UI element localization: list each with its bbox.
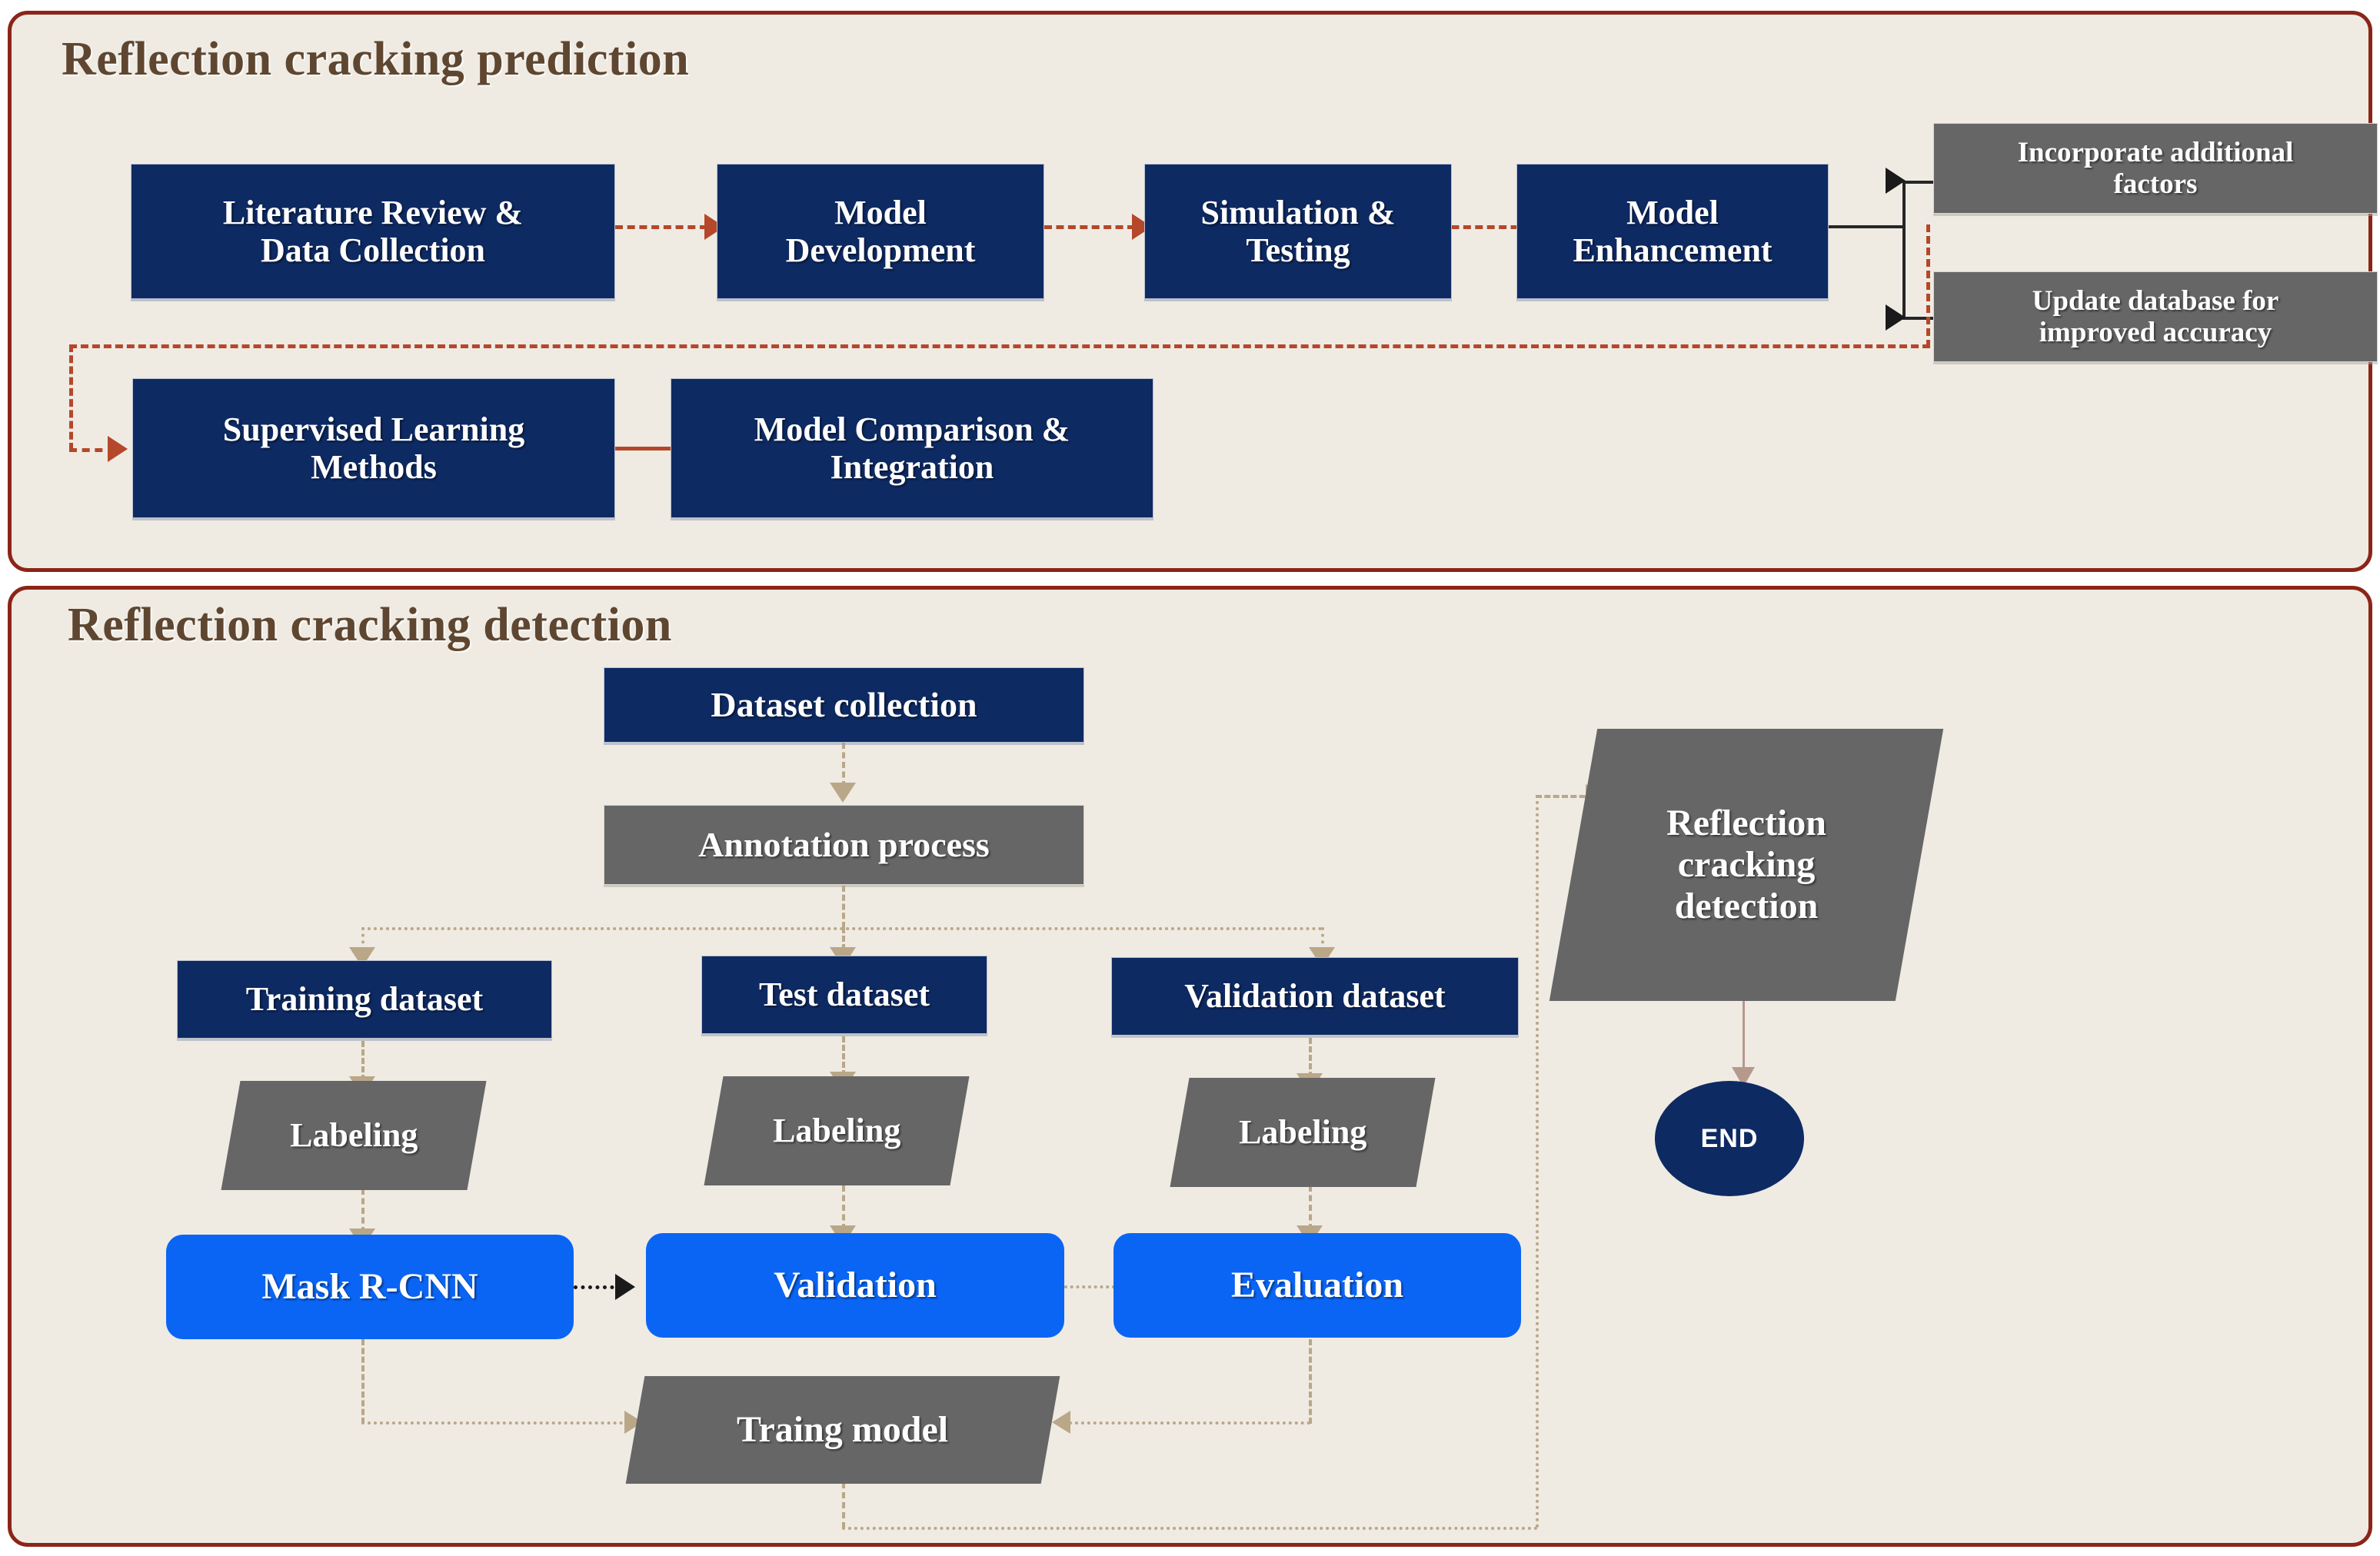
- node-validation-dataset[interactable]: Validation dataset: [1111, 957, 1519, 1036]
- node-supervised-learning-methods-line2: Methods: [311, 448, 437, 486]
- node-model-development-line2: Development: [785, 231, 976, 269]
- edge-refdetect-to-end-line: [1743, 999, 1745, 1081]
- edge-modenh-to-updb-line: [1902, 317, 1933, 320]
- feedback-loop-into-suplearn-line: [69, 448, 115, 452]
- edge-suplearn-to-modcomp-line: [615, 447, 692, 451]
- node-literature-review[interactable]: Literature Review & Data Collection: [131, 164, 615, 299]
- node-evaluation[interactable]: Evaluation: [1113, 1233, 1521, 1338]
- node-annotation-process-label: Annotation process: [698, 825, 990, 865]
- edge-datacoll-to-annot-arrow: [830, 783, 856, 803]
- edge-testdata-to-label2-line: [842, 1036, 845, 1076]
- node-model-development-line1: Model: [834, 193, 927, 231]
- edge-modenh-split-riser: [1902, 181, 1906, 319]
- node-incorporate-additional-factors-line1: Incorporate additional: [2017, 136, 2294, 168]
- edge-moddev-to-simtest-line: [1044, 225, 1135, 229]
- edge-simtest-to-modenh-line: [1440, 225, 1530, 229]
- node-labeling-training-label: Labeling: [289, 1116, 418, 1155]
- refdetect-line1: Reflection: [1666, 803, 1826, 844]
- node-reflection-cracking-detection-label: Reflection cracking detection: [1666, 803, 1826, 926]
- node-model-comparison-integration-line2: Integration: [830, 448, 994, 486]
- node-update-database-line1: Update database for: [2032, 284, 2279, 317]
- refdetect-line3: detection: [1674, 885, 1819, 926]
- node-training-dataset[interactable]: Training dataset: [177, 960, 552, 1039]
- node-traing-model-label: Traing model: [737, 1409, 949, 1451]
- node-end-label: END: [1700, 1123, 1759, 1153]
- edge-datacoll-to-annot-line: [842, 743, 845, 787]
- node-labeling-validation-label: Labeling: [1238, 1113, 1367, 1152]
- node-test-dataset-label: Test dataset: [758, 976, 930, 1014]
- node-supervised-learning-methods-line1: Supervised Learning: [222, 410, 525, 448]
- edge-annot-branch-stem: [842, 886, 845, 928]
- node-dataset-collection-label: Dataset collection: [711, 685, 977, 725]
- node-evaluation-label: Evaluation: [1230, 1265, 1404, 1306]
- node-model-enhancement[interactable]: Model Enhancement: [1516, 164, 1829, 299]
- edge-maskrcnn-to-validation-arrow: [615, 1274, 635, 1300]
- node-model-enhancement-line2: Enhancement: [1573, 231, 1773, 269]
- edge-label3-to-evaluation-line: [1309, 1185, 1312, 1230]
- node-end[interactable]: END: [1655, 1081, 1804, 1196]
- node-simulation-testing-line1: Simulation &: [1200, 193, 1396, 231]
- node-labeling-test[interactable]: Labeling: [704, 1076, 970, 1185]
- panel-title-detection: Reflection cracking detection: [68, 599, 672, 651]
- node-simulation-testing[interactable]: Simulation & Testing: [1144, 164, 1452, 299]
- node-reflection-cracking-detection[interactable]: Reflection cracking detection: [1549, 729, 1944, 1001]
- feedback-loop-left-drop: [69, 344, 73, 451]
- node-model-development[interactable]: Model Development: [717, 164, 1044, 299]
- node-model-enhancement-line1: Model: [1626, 193, 1719, 231]
- node-update-database[interactable]: Update database for improved accuracy: [1933, 271, 2378, 362]
- node-traing-model[interactable]: Traing model: [625, 1376, 1060, 1484]
- edge-lit-to-moddev-line: [615, 225, 707, 229]
- node-simulation-testing-line2: Testing: [1246, 231, 1350, 269]
- node-annotation-process[interactable]: Annotation process: [604, 805, 1084, 885]
- node-labeling-validation[interactable]: Labeling: [1170, 1078, 1436, 1187]
- edge-annot-to-testdata-drop: [842, 927, 845, 950]
- feedback-loop-right-riser: [1926, 224, 1930, 347]
- node-mask-rcnn[interactable]: Mask R-CNN: [166, 1235, 574, 1339]
- edge-annot-to-valdata-drop: [1321, 927, 1324, 950]
- edge-label2-to-validation-line: [842, 1185, 845, 1230]
- node-incorporate-additional-factors-line2: factors: [2113, 168, 2198, 200]
- node-update-database-line2: improved accuracy: [2039, 317, 2272, 348]
- edge-evaluation-to-traingmodel-line: [1069, 1421, 1310, 1425]
- edge-into-refdetect-line: [1536, 795, 1594, 798]
- edge-annot-to-traindata-drop: [361, 927, 364, 950]
- edge-maskrcnn-to-validation-line: [574, 1285, 621, 1289]
- edge-traingmodel-down: [842, 1482, 845, 1528]
- node-validation[interactable]: Validation: [646, 1233, 1064, 1338]
- node-literature-review-line1: Literature Review &: [222, 193, 524, 231]
- node-validation-label: Validation: [774, 1265, 937, 1306]
- node-dataset-collection[interactable]: Dataset collection: [604, 667, 1084, 743]
- panel-title-prediction: Reflection cracking prediction: [62, 33, 690, 85]
- edge-evaluation-to-traingmodel-arrow: [1052, 1411, 1070, 1434]
- node-literature-review-line2: Data Collection: [260, 231, 486, 269]
- feedback-loop-into-suplearn-arrow: [108, 436, 128, 462]
- edge-maskrcnn-down: [361, 1339, 364, 1424]
- panel-reflection-cracking-detection: [8, 586, 2372, 1547]
- edge-valdata-to-label3-line: [1309, 1038, 1312, 1078]
- node-supervised-learning-methods[interactable]: Supervised Learning Methods: [132, 378, 615, 518]
- edge-validation-to-evaluation-line: [1064, 1285, 1115, 1288]
- node-incorporate-additional-factors[interactable]: Incorporate additional factors: [1933, 123, 2378, 214]
- edge-modenh-to-incfac-arrow: [1886, 168, 1906, 194]
- node-labeling-training[interactable]: Labeling: [221, 1081, 487, 1190]
- node-mask-rcnn-label: Mask R-CNN: [261, 1266, 478, 1308]
- node-training-dataset-label: Training dataset: [245, 980, 484, 1019]
- feedback-loop-horizontal: [69, 344, 1930, 348]
- edge-modenh-split-stem: [1829, 225, 1906, 228]
- node-labeling-test-label: Labeling: [772, 1112, 901, 1150]
- edge-modenh-to-updb-arrow: [1886, 304, 1906, 331]
- edge-modenh-to-incfac-line: [1902, 181, 1933, 184]
- edge-label1-to-maskrcnn-line: [361, 1189, 364, 1233]
- node-test-dataset[interactable]: Test dataset: [701, 956, 987, 1034]
- edge-right-riser: [1536, 795, 1539, 1528]
- refdetect-line2: cracking: [1677, 844, 1816, 886]
- node-model-comparison-integration[interactable]: Model Comparison & Integration: [671, 378, 1153, 518]
- edge-bottom-bus: [842, 1527, 1538, 1530]
- node-validation-dataset-label: Validation dataset: [1184, 977, 1446, 1016]
- edge-traindata-to-label1-line: [361, 1041, 364, 1081]
- edge-maskrcnn-to-traingmodel-line: [361, 1421, 635, 1425]
- node-model-comparison-integration-line1: Model Comparison &: [754, 410, 1070, 448]
- edge-evaluation-down: [1309, 1339, 1312, 1424]
